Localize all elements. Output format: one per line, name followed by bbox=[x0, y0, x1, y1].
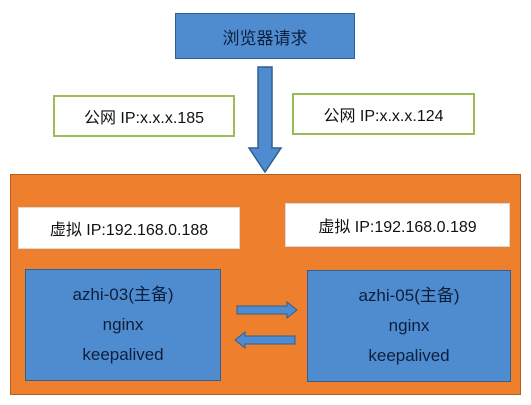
public-ip-label-185: 公网 IP:x.x.x.185 bbox=[83, 110, 205, 127]
virtual-ip-box-189: 虚拟 IP:192.168.0.189 bbox=[285, 203, 510, 247]
browser-request-box: 浏览器请求 bbox=[175, 13, 355, 59]
sync-arrows-icon bbox=[234, 300, 298, 350]
virtual-ip-label-188: 虚拟 IP:192.168.0.188 bbox=[49, 222, 209, 239]
left-arrow-icon bbox=[234, 330, 296, 350]
browser-request-label: 浏览器请求 bbox=[222, 28, 308, 48]
public-ip-box-124: 公网 IP:x.x.x.124 bbox=[292, 93, 475, 135]
public-ip-box-185: 公网 IP:x.x.x.185 bbox=[53, 95, 235, 137]
server-service-keepalived: keepalived bbox=[368, 346, 450, 365]
virtual-ip-label-189: 虚拟 IP:192.168.0.189 bbox=[318, 219, 477, 236]
server-service-nginx: nginx bbox=[388, 316, 430, 335]
server-name: azhi-05(主备) bbox=[358, 286, 460, 305]
server-azhi-05: azhi-05(主备) nginx keepalived bbox=[307, 270, 511, 382]
server-name: azhi-03(主备) bbox=[72, 285, 174, 304]
server-azhi-03: azhi-03(主备) nginx keepalived bbox=[25, 269, 221, 381]
server-service-nginx: nginx bbox=[102, 315, 144, 334]
virtual-ip-box-188: 虚拟 IP:192.168.0.188 bbox=[18, 207, 240, 249]
right-arrow-icon bbox=[236, 300, 298, 320]
down-arrow-icon bbox=[247, 66, 283, 174]
public-ip-label-124: 公网 IP:x.x.x.124 bbox=[323, 108, 444, 125]
server-service-keepalived: keepalived bbox=[82, 345, 164, 364]
